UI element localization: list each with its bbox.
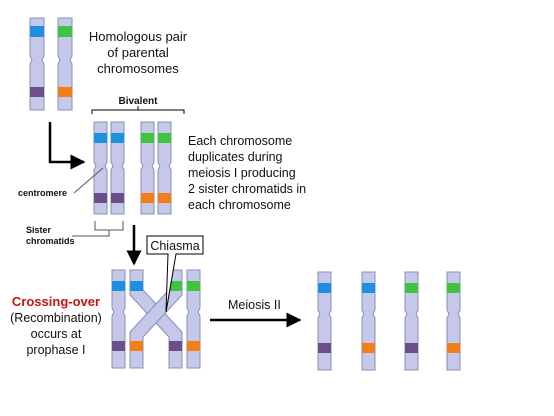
homologous-pair-label-2: of parental: [107, 45, 169, 60]
parental-chromosome-left: [29, 17, 45, 111]
duplication-label-3: meiosis I producing: [188, 166, 296, 180]
crossing-over-chromosomes: [111, 269, 201, 369]
duplication-label-4: 2 sister chromatids in: [188, 182, 306, 196]
gamete-chromosome-3: [404, 271, 419, 371]
bivalent-label: Bivalent: [119, 96, 159, 107]
centromere-pointer: [73, 167, 104, 194]
chiasma-callout: Chiasma: [146, 235, 204, 313]
centromere-label: centromere: [18, 188, 67, 198]
duplication-label-2: duplicates during: [188, 150, 283, 164]
gamete-chromosome-2: [361, 271, 376, 371]
gamete-chromosome-4: [446, 271, 461, 371]
duplication-label-1: Each chromosome: [188, 134, 292, 148]
homologous-pair-label-3: chromosomes: [97, 61, 179, 76]
homologous-pair-label-1: Homologous pair: [89, 29, 188, 44]
meiosis-ii-label: Meiosis II: [228, 298, 281, 312]
recombination-label-1: (Recombination): [10, 311, 102, 325]
arrow-to-duplication: [48, 122, 86, 170]
sister-chromatids-bracket: [72, 221, 124, 237]
bivalent-bracket: [91, 106, 185, 114]
duplication-label-5: each chromosome: [188, 198, 291, 212]
duplicated-chromosome-right: [140, 121, 172, 215]
sister-chromatids-label-2: chromatids: [26, 236, 75, 246]
gamete-chromosome-1: [317, 271, 332, 371]
parental-chromosome-right: [57, 17, 73, 111]
recombination-label-2: occurs at: [31, 327, 82, 341]
chiasma-label: Chiasma: [150, 239, 199, 253]
duplicated-chromosome-left: [93, 121, 125, 215]
recombination-label-3: prophase I: [26, 343, 85, 357]
crossing-over-title: Crossing-over: [12, 294, 100, 309]
sister-chromatids-label-1: Sister: [26, 225, 52, 235]
